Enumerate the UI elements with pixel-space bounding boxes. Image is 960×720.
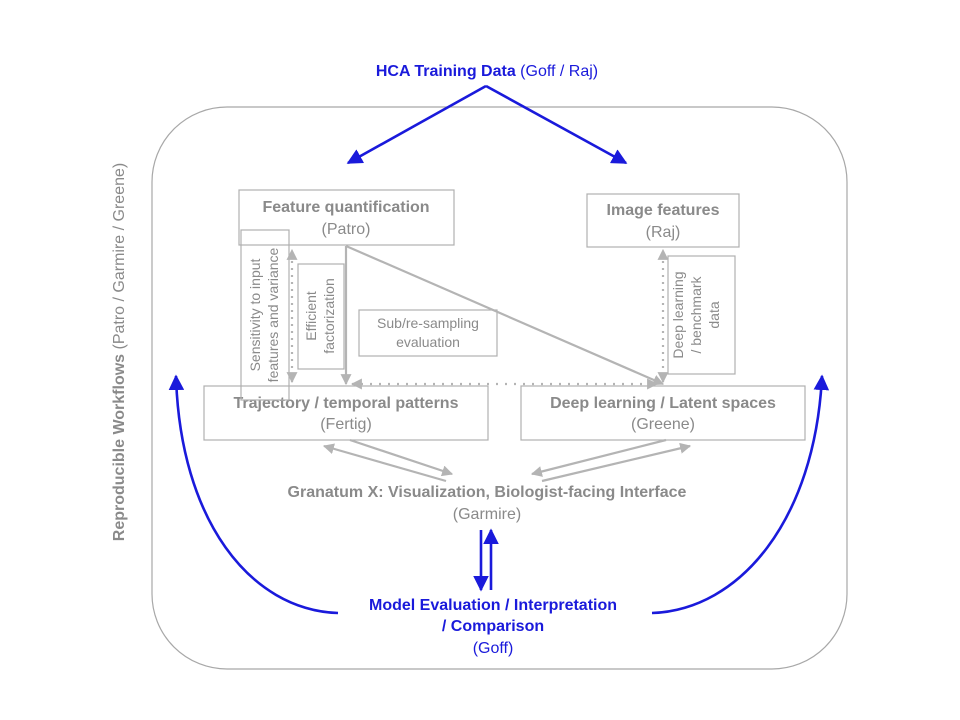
- feature-quantification-box: [238, 189, 455, 246]
- trajectory-author: (Fertig): [320, 416, 372, 433]
- workflow-frame: [151, 106, 848, 670]
- evaluation-title: Model Evaluation / Interpretation: [369, 597, 617, 614]
- resampling-box: [358, 309, 498, 357]
- factorization-label-2: factorization: [321, 278, 337, 353]
- deep-benchmark-label-3: data: [706, 301, 722, 328]
- left-curved-feedback-arrow: [168, 374, 339, 615]
- deep-learning-title: Deep learning / Latent spaces: [550, 395, 776, 412]
- feature-quantification-title: Feature quantification: [262, 199, 429, 216]
- sensitivity-label-2: features and variance: [265, 247, 281, 382]
- granatum-to-deep-learning-arrow: [541, 442, 692, 483]
- trajectory-title: Trajectory / temporal patterns: [234, 395, 459, 412]
- feature-to-deep-learning-arrow: [345, 244, 665, 386]
- image-features-title: Image features: [607, 202, 720, 219]
- deep-benchmark-label-2: / benchmark: [688, 275, 704, 353]
- image-features-box: [586, 193, 740, 248]
- resampling-label: Sub/re-sampling: [377, 315, 479, 331]
- feature-quantification-author: (Patro): [322, 221, 371, 238]
- reproducible-workflows-label: Reproducible Workflows (Patro / Garmire …: [111, 163, 128, 541]
- deep-learning-author: (Greene): [631, 416, 695, 433]
- deep-learning-box: [520, 385, 806, 441]
- factorization-box: [297, 263, 345, 370]
- evaluation-title-2: / Comparison: [442, 618, 544, 635]
- deep-benchmark-label: Deep learning: [670, 271, 686, 358]
- trajectory-box: [203, 385, 489, 441]
- evaluation-author: (Goff): [473, 640, 514, 657]
- blue-arrow-to-right: [485, 84, 628, 165]
- trajectory-to-granatum-arrow: [349, 438, 454, 477]
- factorization-label: Efficient: [303, 291, 319, 341]
- sensitivity-label: Sensitivity to input: [247, 258, 263, 371]
- hca-training-data-label: HCA Training Data (Goff / Raj): [376, 63, 598, 80]
- granatum-to-trajectory-arrow: [322, 443, 447, 483]
- deep-learning-to-granatum-arrow: [530, 438, 667, 477]
- blue-arrow-to-left: [346, 84, 487, 165]
- right-curved-feedback-arrow: [651, 374, 830, 615]
- image-features-author: (Raj): [646, 224, 681, 241]
- resampling-label-2: evaluation: [396, 334, 460, 350]
- deep-benchmark-box: [667, 255, 736, 375]
- granatum-title: Granatum X: Visualization, Biologist-fac…: [288, 484, 687, 501]
- granatum-author: (Garmire): [453, 506, 521, 523]
